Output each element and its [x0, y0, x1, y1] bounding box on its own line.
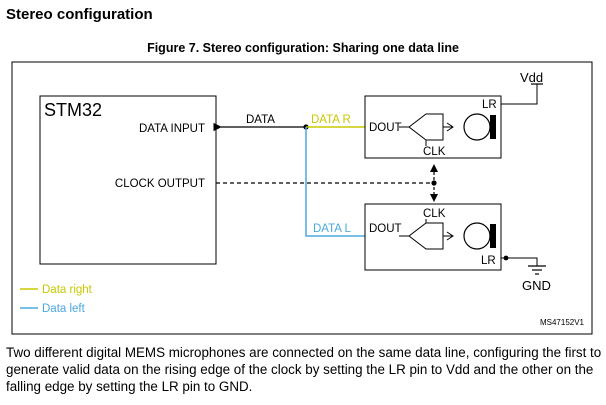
section-title: Stereo configuration [6, 6, 153, 23]
net-data-label: DATA [246, 114, 275, 126]
mic-top-arrow-icon [446, 122, 454, 132]
gnd-wire [501, 257, 538, 266]
pin-data-input-label: DATA INPUT [139, 123, 205, 135]
mic-bottom-clk-label: CLK [423, 208, 446, 220]
mic-top-lr-label: LR [482, 99, 497, 111]
figure-ref-code: MS47152V1 [540, 318, 585, 327]
vdd-wire [501, 84, 538, 105]
net-data-l-label: DATA L [313, 223, 352, 235]
legend-data-left-label: Data left [42, 303, 86, 315]
mic-bottom-membrane-plate [490, 224, 496, 248]
mic-top-clk-label: CLK [423, 146, 446, 158]
data-left-line [305, 127, 365, 237]
clock-arrow-down [430, 194, 438, 202]
pin-clock-output-label: CLOCK OUTPUT [115, 178, 205, 190]
net-data-r-label: DATA R [311, 114, 351, 126]
mic-bottom-box [364, 203, 502, 271]
mic-bottom-dout-label: DOUT [369, 223, 402, 235]
vdd-label: Vdd [520, 70, 543, 85]
clock-arrow-up [430, 164, 438, 172]
figure-caption: Figure 7. Stereo configuration: Sharing … [147, 41, 459, 55]
mic-top-box [364, 95, 502, 159]
mic-top-membrane-plate [490, 115, 496, 139]
body-paragraph: Two different digital MEMS microphones a… [6, 345, 602, 394]
mic-bottom-lr-label: LR [481, 255, 496, 267]
mic-top-dout-label: DOUT [369, 122, 402, 134]
legend-data-right-label: Data right [42, 284, 93, 296]
gnd-junction-dot [503, 255, 509, 261]
gnd-label: GND [522, 278, 551, 293]
mic-bottom-arrow-icon [446, 231, 454, 241]
stm32-block [39, 95, 217, 265]
figure-frame [11, 61, 593, 335]
stm32-label: STM32 [44, 100, 102, 120]
stereo-configuration-diagram: STM32 DATA INPUT CLOCK OUTPUT DATA DATA … [11, 61, 593, 335]
